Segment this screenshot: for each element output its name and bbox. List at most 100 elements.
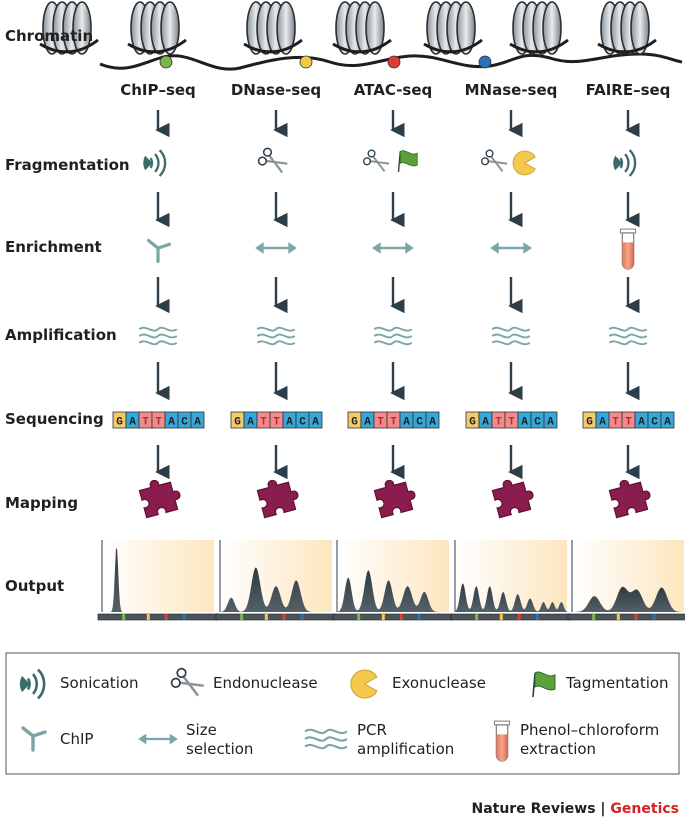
base-letter: A xyxy=(364,417,371,429)
nucleosome xyxy=(39,1,99,55)
binding-site-dot xyxy=(299,55,313,69)
scissors-icon xyxy=(480,149,508,172)
nucleosome-disc xyxy=(72,1,92,55)
base-cell: C xyxy=(647,411,662,429)
base-cell: C xyxy=(530,411,545,429)
column-label-1: DNase-seq xyxy=(230,81,322,99)
credit-section: Genetics xyxy=(610,801,679,817)
pcr-amplification-icon xyxy=(491,326,531,346)
pcr-amplification-icon xyxy=(373,326,413,346)
genome-track xyxy=(332,613,454,621)
base-letter: A xyxy=(429,417,436,429)
scissors-icon xyxy=(362,149,390,172)
base-cell: A xyxy=(399,411,414,429)
dna-wrap xyxy=(243,38,303,54)
base-letter: G xyxy=(586,417,593,429)
base-cell: A xyxy=(595,411,610,429)
row-label-enrichment: Enrichment xyxy=(5,238,102,256)
base-cell: G xyxy=(465,411,480,429)
sonication-icon xyxy=(613,149,637,177)
nucleosome xyxy=(423,1,483,55)
base-cell: A xyxy=(243,411,258,429)
genome-marker xyxy=(592,614,596,620)
dna-wrap xyxy=(423,38,483,54)
column-label-2: ATAC-seq xyxy=(353,81,433,99)
column-label-3: MNase-seq xyxy=(464,81,558,99)
legend-border xyxy=(5,652,680,775)
tagmentation-flag-icon xyxy=(532,671,556,698)
legend-label-chip: ChIP xyxy=(60,730,94,748)
nucleosome-disc xyxy=(160,1,180,55)
base-cell: T xyxy=(269,411,284,429)
chromatin-fiber xyxy=(39,1,683,71)
size-selection-icon xyxy=(255,242,297,254)
base-letter: T xyxy=(390,417,397,429)
genome-marker xyxy=(616,614,620,620)
chip-antibody-icon xyxy=(21,726,47,752)
row-label-output: Output xyxy=(5,577,65,595)
base-letter: A xyxy=(547,417,554,429)
signal-peaks xyxy=(455,583,567,612)
output-plot xyxy=(450,540,572,621)
base-letter: C xyxy=(416,417,423,429)
pcr-amplification-icon xyxy=(256,326,296,346)
dna-wrap xyxy=(127,38,187,54)
dna-wrap xyxy=(39,38,99,54)
genome-marker xyxy=(164,614,168,620)
base-cell: G xyxy=(582,411,597,429)
base-letter: T xyxy=(612,417,619,429)
genome-marker xyxy=(381,614,385,620)
base-cell: A xyxy=(164,411,179,429)
scissors-icon xyxy=(170,667,204,697)
base-cell: A xyxy=(190,411,205,429)
base-letter: T xyxy=(142,417,149,429)
base-cell: A xyxy=(308,411,323,429)
base-letter: T xyxy=(625,417,632,429)
base-cell: G xyxy=(112,411,127,429)
pcr-amplification-icon xyxy=(138,326,178,346)
base-letter: A xyxy=(129,417,136,429)
base-letter: T xyxy=(377,417,384,429)
pcr-amplification-icon xyxy=(304,728,348,750)
genome-marker xyxy=(122,614,126,620)
plot-background xyxy=(455,540,567,612)
legend-label-size-selection: Size selection xyxy=(186,721,254,758)
base-letter: A xyxy=(168,417,175,429)
base-letter: A xyxy=(403,417,410,429)
dna-wrap xyxy=(332,38,392,54)
base-letter: A xyxy=(638,417,645,429)
binding-site-dot xyxy=(478,55,492,69)
genome-marker xyxy=(240,614,244,620)
base-cell: A xyxy=(360,411,375,429)
genome-track xyxy=(567,613,685,621)
base-letter: A xyxy=(521,417,528,429)
legend-label-phenol-chloroform: Phenol–chloroform extraction xyxy=(520,721,660,758)
base-letter: C xyxy=(651,417,658,429)
base-letter: T xyxy=(508,417,515,429)
legend-box xyxy=(5,652,680,775)
genome-marker xyxy=(652,614,656,620)
row-label-mapping: Mapping xyxy=(5,494,79,512)
row-label-fragmentation: Fragmentation xyxy=(5,156,130,174)
genome-marker xyxy=(357,614,361,620)
base-cell: G xyxy=(230,411,245,429)
nucleosome xyxy=(597,1,657,55)
legend-label-sonication: Sonication xyxy=(60,674,139,692)
base-cell: T xyxy=(386,411,401,429)
base-cell: C xyxy=(295,411,310,429)
base-cell: A xyxy=(634,411,649,429)
base-cell: A xyxy=(543,411,558,429)
signal-peaks xyxy=(102,547,214,612)
column-label-0: ChIP–seq xyxy=(120,81,196,99)
base-letter: C xyxy=(534,417,541,429)
dna-wrap xyxy=(509,38,569,54)
base-letter: G xyxy=(116,417,123,429)
base-letter: A xyxy=(482,417,489,429)
base-letter: C xyxy=(299,417,306,429)
base-letter: T xyxy=(260,417,267,429)
base-cell: A xyxy=(660,411,675,429)
